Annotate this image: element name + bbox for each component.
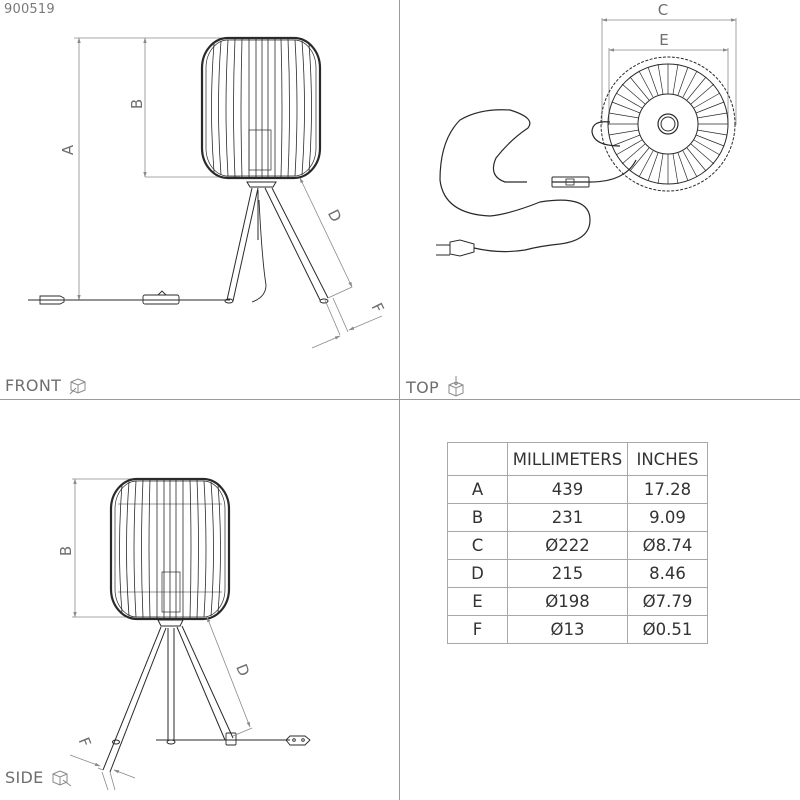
table-row: A 439 17.28 [447, 475, 708, 504]
dimension-label-d: D [324, 207, 345, 225]
tripod-legs [224, 181, 329, 304]
product-code: 900519 [4, 2, 55, 17]
table-row: B 231 9.09 [447, 503, 708, 532]
top-view-drawing: C E [436, 1, 737, 257]
horizontal-divider [0, 399, 800, 400]
isometric-cube-side-icon [52, 769, 71, 786]
row-mm: Ø198 [507, 587, 628, 616]
dimension-label-f-side: F [75, 735, 95, 750]
vertical-divider [399, 0, 400, 800]
dimension-d-f-side [69, 616, 253, 791]
row-key: E [447, 587, 508, 616]
dimension-label-c: C [658, 1, 668, 19]
dimension-label-e: E [659, 31, 668, 49]
table-row: E Ø198 Ø7.79 [447, 587, 708, 616]
table-row: C Ø222 Ø8.74 [447, 531, 708, 560]
isometric-cube-top-icon [448, 376, 464, 397]
header-key [447, 442, 508, 476]
dimension-table: MILLIMETERS INCHES A 439 17.28 B 231 9.0… [447, 442, 708, 644]
dimension-label-a: A [59, 144, 77, 155]
header-millimeters: MILLIMETERS [507, 442, 628, 476]
shade-top [600, 56, 736, 192]
front-view-drawing: A B [28, 36, 388, 349]
dimension-a [74, 37, 240, 301]
power-cord [28, 290, 230, 305]
row-key: B [447, 503, 508, 532]
side-label-text: SIDE [5, 768, 44, 787]
header-inches: INCHES [627, 442, 708, 476]
row-key: F [447, 615, 508, 644]
row-mm: Ø13 [507, 615, 628, 644]
lamp-shade [200, 36, 322, 180]
view-label-front: FRONT [5, 376, 87, 395]
row-mm: 215 [507, 559, 628, 588]
row-key: C [447, 531, 508, 560]
row-in: Ø7.79 [627, 587, 708, 616]
row-key: A [447, 475, 508, 504]
table-row: F Ø13 Ø0.51 [447, 615, 708, 644]
row-mm: Ø222 [507, 531, 628, 560]
row-in: 17.28 [627, 475, 708, 504]
row-key: D [447, 559, 508, 588]
row-mm: 231 [507, 503, 628, 532]
power-cord-top [436, 109, 637, 257]
tripod-legs-side [102, 619, 234, 773]
view-label-top: TOP [406, 376, 465, 398]
dimension-label-d-side: D [232, 661, 253, 678]
row-in: Ø0.51 [627, 615, 708, 644]
power-cord-side [156, 732, 311, 746]
row-in: Ø8.74 [627, 531, 708, 560]
row-in: 9.09 [627, 503, 708, 532]
dimension-label-b-side: B [57, 546, 75, 556]
dimension-label-f: F [368, 300, 388, 316]
top-label-text: TOP [406, 377, 439, 397]
dimension-label-b: B [128, 99, 146, 109]
view-label-side: SIDE [5, 768, 72, 787]
front-label-text: FRONT [5, 376, 62, 395]
lamp-shade-side [109, 477, 231, 621]
table-row: D 215 8.46 [447, 559, 708, 588]
row-mm: 439 [507, 475, 628, 504]
isometric-cube-front-icon [69, 377, 86, 394]
table-header-row: MILLIMETERS INCHES [447, 442, 708, 476]
dimension-c-e [601, 18, 737, 125]
row-in: 8.46 [627, 559, 708, 588]
side-view-drawing: B [57, 477, 311, 791]
